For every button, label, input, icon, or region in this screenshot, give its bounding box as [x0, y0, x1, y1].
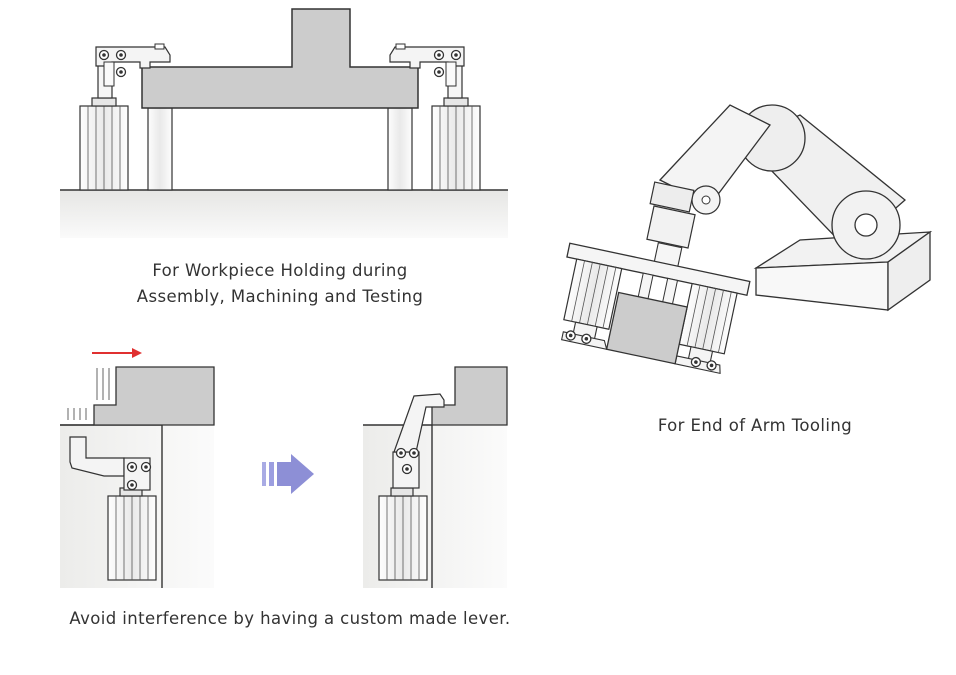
table-base: [60, 190, 508, 238]
workpiece-holding-caption: For Workpiece Holding during Assembly, M…: [80, 258, 480, 310]
workpiece-holding-caption-line1: For Workpiece Holding during: [152, 261, 408, 280]
support-column-right: [387, 107, 413, 191]
custom-lever-caption: Avoid interference by having a custom ma…: [69, 609, 511, 628]
workpiece-holding-caption-line2: Assembly, Machining and Testing: [136, 287, 424, 306]
custom-lever: [393, 393, 445, 453]
end-of-arm-caption: For End of Arm Tooling: [657, 416, 853, 435]
robot-upper-arm: [658, 104, 771, 215]
swing-clamp-left: [79, 43, 171, 191]
gripped-workpiece: [605, 291, 688, 365]
robot-wrist: [646, 181, 696, 268]
workpiece-holding-illustration: [60, 8, 508, 238]
gripper-fixture: [560, 242, 751, 375]
interference-after-illustration: [363, 366, 508, 588]
swing-clamp-right: [389, 43, 481, 191]
workpiece: [141, 8, 419, 109]
robot-base: [753, 230, 933, 312]
support-column-left: [147, 107, 173, 191]
end-of-arm-tooling-illustration: [560, 104, 933, 375]
interference-before-illustration: [60, 348, 215, 588]
right-arrow-icon: [92, 348, 142, 358]
workpiece-clamped: [431, 366, 508, 426]
double-chevron-arrow-icon: [262, 454, 314, 494]
moving-workpiece: [93, 366, 215, 426]
